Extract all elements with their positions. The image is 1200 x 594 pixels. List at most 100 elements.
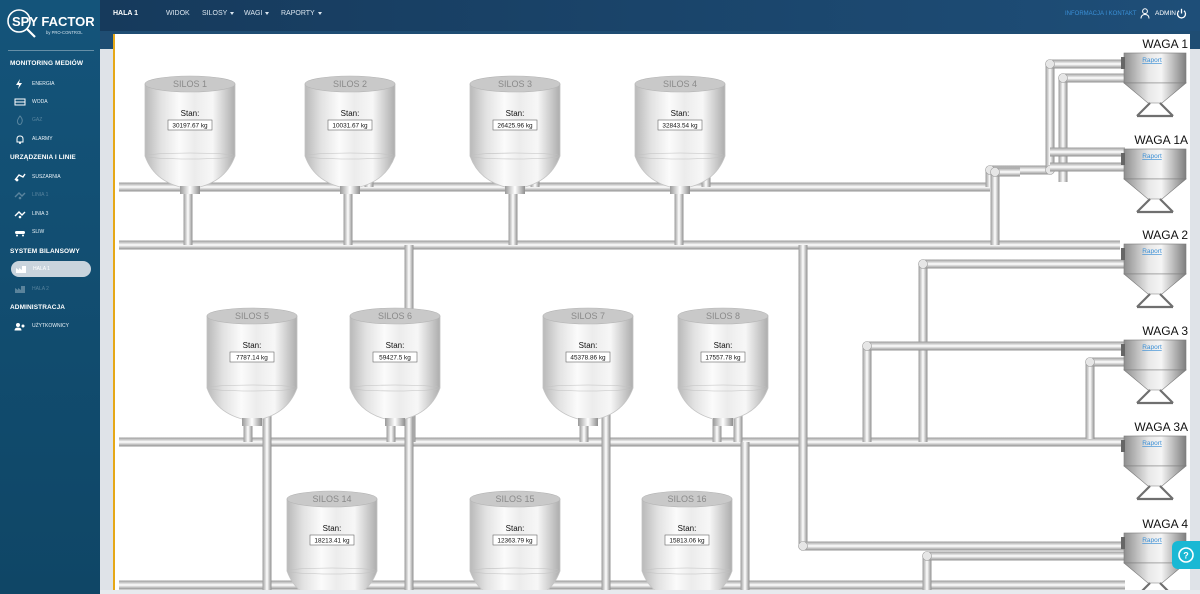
menu-raporty[interactable]: RAPORTY — [281, 10, 322, 17]
sidebar-item-suszarnia[interactable]: SUSZARNIA — [14, 170, 92, 184]
lightning-icon — [14, 79, 26, 89]
logout-button[interactable] — [1176, 8, 1187, 19]
menu-wagi[interactable]: WAGI — [244, 10, 270, 17]
pipe — [119, 437, 1125, 447]
sidebar: SPY FACTORY by PRO-CONTROL MONITORING ME… — [0, 0, 100, 594]
bottom-scrollbar[interactable] — [100, 590, 1200, 594]
sidebar-item-label: SLIW — [32, 229, 45, 235]
silo-value-box — [657, 119, 703, 131]
sidebar-item-label: ENERGIA — [32, 81, 55, 87]
pipe — [1050, 147, 1125, 157]
sidebar-section-4: ADMINISTRACJA — [10, 304, 66, 311]
silo-body — [304, 83, 396, 190]
hopper-cone — [1123, 178, 1187, 200]
silo-value-box — [167, 119, 213, 131]
silo-body — [677, 315, 769, 422]
sidebar-item-label: HALA 2 — [32, 286, 49, 292]
silo-value: 59427.5 kg — [379, 355, 411, 362]
pipe — [119, 240, 1120, 250]
user-menu[interactable]: ADMIN — [1140, 8, 1176, 19]
scale-report-link[interactable]: Raport — [1142, 344, 1162, 351]
water-meter-icon — [14, 97, 26, 107]
spy-factory-logo[interactable]: SPY FACTORY by PRO-CONTROL — [6, 4, 94, 48]
menu-widok[interactable]: WIDOK — [166, 10, 190, 17]
silo-value-box — [565, 351, 611, 363]
menu-silosy[interactable]: SILOSY — [202, 10, 235, 17]
hopper-cone — [1123, 465, 1187, 487]
pipe — [918, 264, 928, 442]
sidebar-item-label: LINIA 1 — [32, 192, 49, 198]
info-contact-link[interactable]: INFORMACJA I KONTAKT — [1065, 11, 1137, 17]
silo-outlet — [505, 186, 525, 194]
silo-body — [469, 83, 561, 190]
hopper-cone — [1123, 273, 1187, 295]
hopper-stand — [1136, 293, 1174, 309]
hopper-body — [1123, 52, 1187, 84]
sidebar-item-alarmy[interactable]: ALARMY — [14, 132, 92, 146]
silo-stan-label: Stan: — [341, 109, 360, 118]
silo-name: SILOS 5 — [235, 311, 269, 321]
silo-lid — [349, 307, 441, 325]
scale-report-link[interactable]: Raport — [1142, 440, 1162, 447]
help-button[interactable]: ? — [1172, 541, 1200, 569]
pipe-elbow — [1058, 73, 1068, 83]
silo-value-box — [372, 351, 418, 363]
sidebar-item-użytkownicy[interactable]: UŻYTKOWNICY — [14, 319, 92, 333]
svg-text:by PRO-CONTROL: by PRO-CONTROL — [46, 30, 83, 35]
scale-report-link[interactable]: Raport — [1142, 57, 1162, 64]
pipe — [1063, 73, 1125, 83]
sidebar-item-sliw[interactable]: SLIW — [14, 225, 92, 239]
silo-lid — [286, 490, 378, 508]
sidebar-item-hala-2[interactable]: HALA 2 — [14, 282, 92, 296]
pipe — [1058, 78, 1068, 182]
sidebar-item-energia[interactable]: ENERGIA — [14, 77, 92, 91]
silo-value: 45378.86 kg — [570, 355, 606, 362]
sidebar-item-woda[interactable]: WODA — [14, 95, 92, 109]
users-icon — [14, 321, 26, 331]
silo-seam — [206, 384, 298, 392]
scale-name: WAGA 4 — [1142, 517, 1188, 531]
pipe-elbow — [922, 551, 932, 561]
sidebar-item-gaz[interactable]: GAZ — [14, 113, 92, 127]
silo-value: 30197.67 kg — [172, 123, 208, 130]
pipe — [798, 245, 808, 546]
scale-report-link[interactable]: Raport — [1142, 248, 1162, 255]
silo-outlet — [713, 418, 733, 426]
sidebar-item-hala-1[interactable]: HALA 1 — [11, 261, 91, 277]
help-icon: ? — [1178, 547, 1194, 563]
hopper-cone — [1123, 369, 1187, 391]
scale-report-link[interactable]: Raport — [1142, 153, 1162, 160]
sidebar-item-linia-3[interactable]: LINIA 3 — [14, 207, 92, 221]
silo-value: 10031.67 kg — [332, 123, 368, 130]
silo-body — [144, 83, 236, 190]
pipe — [1085, 362, 1095, 439]
silo-lid — [469, 490, 561, 508]
dryer-icon — [14, 172, 26, 182]
scale-report-link[interactable]: Raport — [1142, 537, 1162, 544]
svg-text:SPY FACTORY: SPY FACTORY — [12, 14, 94, 29]
hopper-inlet — [1121, 153, 1125, 165]
sidebar-item-label: HALA 1 — [33, 266, 50, 272]
silo-value: 7787.14 kg — [236, 355, 268, 362]
sidebar-item-label: SUSZARNIA — [32, 174, 61, 180]
sidebar-item-linia-1[interactable]: LINIA 1 — [14, 188, 92, 202]
pipe-elbow — [1085, 357, 1095, 367]
silo-outlet — [242, 418, 262, 426]
silo-stan-label: Stan: — [506, 524, 525, 533]
conveyor-icon — [14, 227, 26, 237]
pipe — [927, 551, 1125, 561]
silo-seam — [304, 152, 396, 160]
